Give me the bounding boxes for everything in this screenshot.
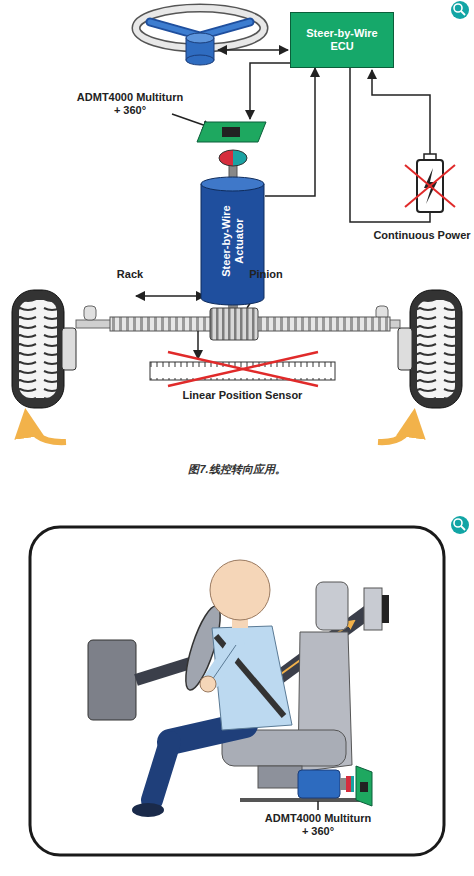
magnet <box>219 154 247 162</box>
part-label: ADMT4000 Multiturn + 360° <box>264 812 372 838</box>
linear-sensor <box>168 352 318 386</box>
tie-rod <box>76 320 112 328</box>
figure-caption: 图7.线控转向应用。 <box>0 462 474 477</box>
cylinder-body <box>201 184 264 305</box>
leader-line <box>317 801 319 810</box>
seat-sensor <box>298 770 340 798</box>
pinion <box>210 308 258 340</box>
driver-figure <box>200 676 216 692</box>
sensor-chip <box>197 122 266 142</box>
rotation-arrow <box>378 414 414 442</box>
zoom-icon <box>451 1 469 19</box>
dashboard <box>88 603 227 720</box>
steering-wheel <box>136 8 264 65</box>
actuator-label: Steer-by-Wire Actuator <box>219 191 245 291</box>
signal-arrow <box>250 63 290 119</box>
power-line <box>372 70 430 158</box>
linear-sensor <box>168 352 318 386</box>
magnet <box>219 150 233 166</box>
motion-arrow <box>136 295 205 297</box>
seat-track <box>364 588 382 630</box>
magnet <box>233 150 247 166</box>
zoom-icon <box>461 526 465 530</box>
rotation-arrow <box>26 414 66 442</box>
driver-figure <box>212 626 292 730</box>
driver-figure <box>210 560 270 620</box>
seat-sensor <box>346 776 351 792</box>
magnet <box>219 150 247 166</box>
signal-connector <box>265 68 315 196</box>
zoom-icon <box>454 4 462 12</box>
driver-figure <box>132 803 164 817</box>
leader-arrow <box>197 331 199 359</box>
steering-wheel <box>150 22 250 46</box>
part-label: Rack <box>108 268 152 281</box>
wheel <box>19 300 57 398</box>
battery-symbol <box>405 165 455 207</box>
wheel <box>12 290 76 408</box>
zoom-icon <box>461 11 465 15</box>
box-label: Steer-by-Wire ECU <box>298 27 386 53</box>
steering-wheel <box>136 8 264 48</box>
wheel <box>417 300 455 398</box>
part-label: Linear Position Sensor <box>140 389 345 402</box>
wheel <box>398 328 412 370</box>
cylinder-top <box>201 177 264 191</box>
linear-sensor <box>150 352 335 386</box>
battery-symbol <box>405 154 455 212</box>
figure-frame <box>30 527 444 855</box>
zoom-icon <box>451 516 469 534</box>
seat-sensor <box>351 776 354 792</box>
zoom-icon <box>451 516 469 534</box>
driver-figure <box>212 645 236 680</box>
part-label: ADMT4000 Multiturn + 360° <box>76 91 184 117</box>
ecu-box: Steer-by-Wire ECU <box>290 12 394 68</box>
steering-wheel <box>136 8 264 48</box>
driver-figure <box>132 560 292 817</box>
signal-arrow <box>218 49 288 51</box>
steering-wheel <box>186 33 214 43</box>
wheel <box>62 328 76 370</box>
actuator-cylinder: Steer-by-Wire Actuator <box>200 176 265 306</box>
driver-figure <box>152 742 170 800</box>
power-label: Continuous Power <box>372 229 472 242</box>
seat-track <box>382 595 389 623</box>
wheel <box>12 290 64 408</box>
driver-figure <box>212 645 236 680</box>
seat-sensor <box>340 778 346 790</box>
seat <box>258 766 302 788</box>
part-label: Pinion <box>240 268 292 281</box>
seat-sensor <box>360 782 368 792</box>
seat <box>316 582 348 630</box>
dashboard <box>88 640 136 720</box>
magnet <box>219 150 247 179</box>
wheel <box>410 290 462 408</box>
zoom-icon <box>454 519 462 527</box>
steering-wheel <box>186 55 214 65</box>
sensor-chip <box>197 122 266 142</box>
sensor-chip <box>222 127 240 137</box>
seat-sensor <box>356 766 372 806</box>
zoom-icon <box>451 1 469 19</box>
wheel <box>398 290 462 408</box>
battery-symbol <box>405 165 455 207</box>
seat-sensor <box>298 766 372 806</box>
seat <box>240 798 360 802</box>
linear-sensor <box>150 362 335 380</box>
tie-rod <box>84 306 96 320</box>
